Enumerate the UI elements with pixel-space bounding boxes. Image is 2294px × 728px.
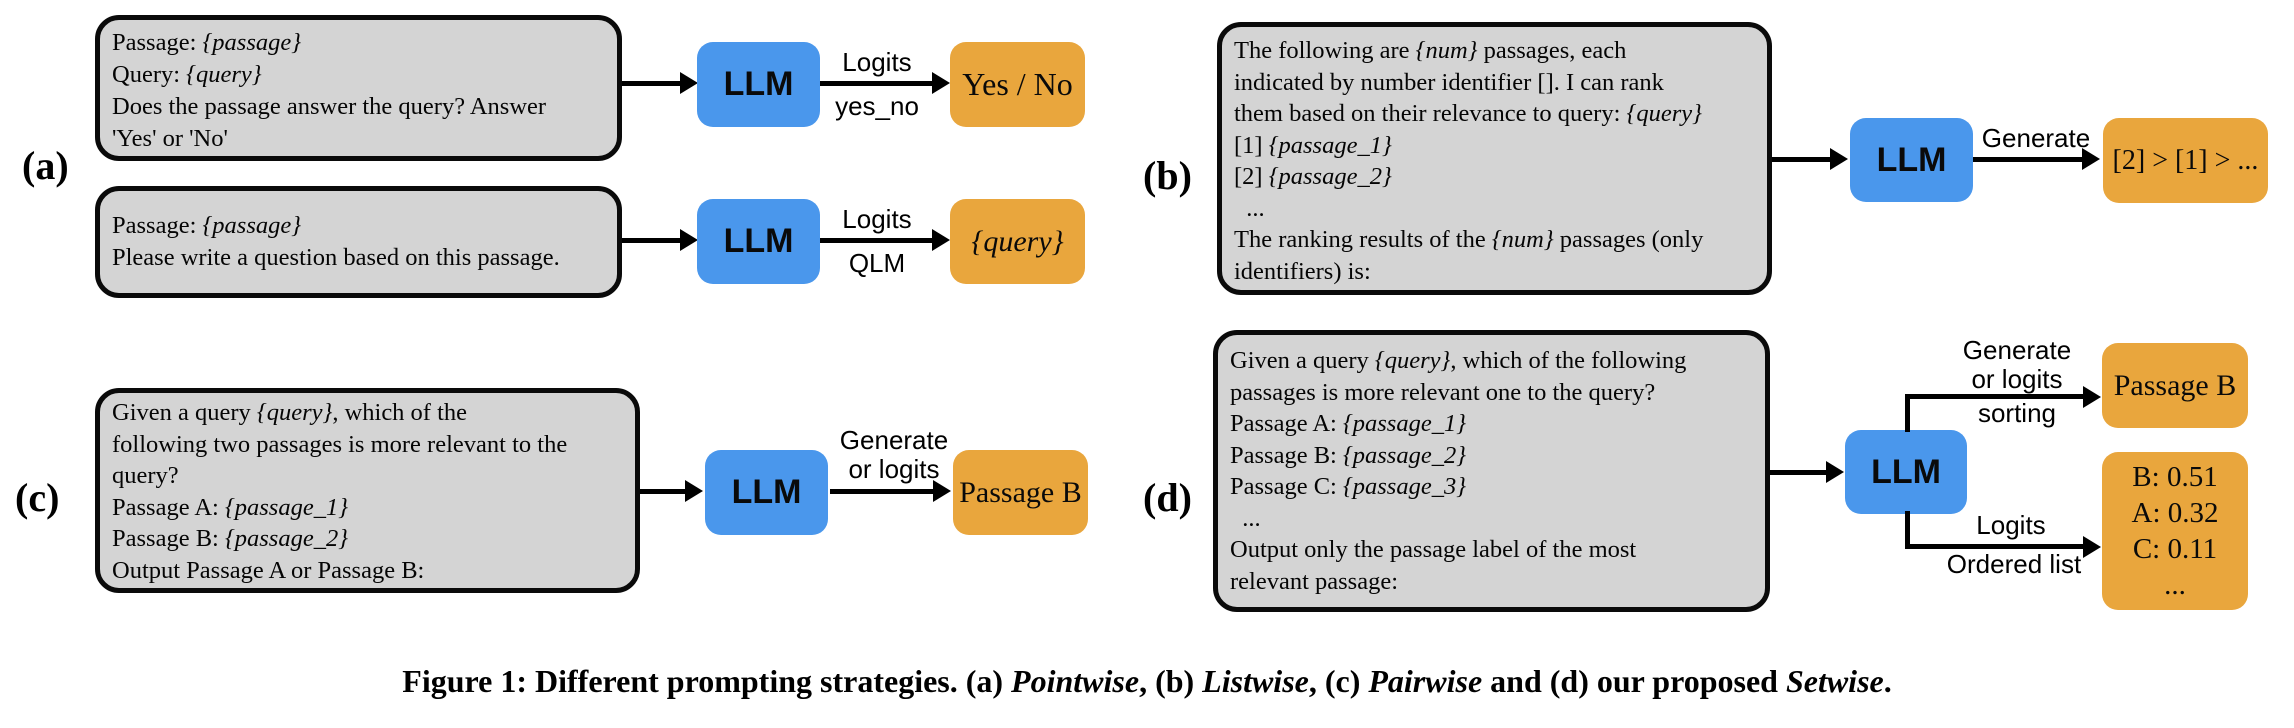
arrowhead	[680, 229, 698, 251]
caption-pairwise: Pairwise	[1368, 663, 1483, 699]
connector-d-top-vertical	[1905, 394, 1910, 432]
arrowhead	[933, 480, 951, 502]
arrow-label-qlm: QLM	[848, 248, 906, 278]
pointwise-relevance-prompt-box: Passage: {passage} Query: {query} Does t…	[95, 15, 622, 161]
caption-text: and (d) our proposed	[1482, 663, 1786, 699]
arrowhead	[1830, 148, 1848, 170]
output-box-ordered-scores: B: 0.51 A: 0.32 C: 0.11 ...	[2102, 452, 2248, 610]
llm-box-d: LLM	[1845, 430, 1967, 514]
arrow-d-bottom-branch	[1905, 544, 2085, 549]
arrowhead	[680, 72, 698, 94]
llm-box-b: LLM	[1850, 118, 1973, 202]
arrowhead	[2083, 386, 2101, 408]
llm-box-c: LLM	[705, 450, 828, 535]
output-box-query: {query}	[950, 199, 1085, 284]
prompt-text: The following are {num} passages, each i…	[1234, 37, 1704, 285]
panel-label-b: (b)	[1143, 153, 1192, 198]
arrow-label-logits: Logits	[842, 204, 912, 234]
arrow-a2-prompt-to-llm	[622, 238, 682, 243]
arrow-c-prompt-to-llm	[640, 489, 687, 494]
arrowhead	[685, 480, 703, 502]
caption-text: Figure 1: Different prompting strategies…	[402, 663, 1012, 699]
llm-box-a1: LLM	[697, 42, 820, 127]
caption-setwise: Setwise	[1785, 663, 1884, 699]
prompt-text: Given a query {query}, which of the foll…	[1230, 347, 1687, 595]
arrowhead	[932, 229, 950, 251]
caption-text: , (c)	[1308, 663, 1369, 699]
arrow-c-llm-to-output	[830, 489, 935, 494]
panel-label-d: (d)	[1143, 475, 1192, 520]
arrow-label-sorting: sorting	[1977, 398, 2057, 428]
arrow-label-ordered-list: Ordered list	[1946, 549, 2082, 579]
arrow-d-top-branch	[1905, 394, 2085, 399]
setwise-prompt-box: Given a query {query}, which of the foll…	[1213, 330, 1770, 612]
prompt-text: Passage: {passage} Please write a questi…	[112, 212, 560, 271]
panel-label-a: (a)	[22, 143, 69, 188]
arrow-b-prompt-to-llm	[1772, 157, 1832, 162]
arrow-a1-llm-to-output	[820, 81, 934, 86]
arrow-label-generate-or-logits: Generate or logits	[839, 425, 949, 484]
arrow-label-generate: Generate	[1981, 123, 2091, 153]
llm-box-a2: LLM	[697, 199, 820, 284]
prompt-text: Passage: {passage} Query: {query} Does t…	[112, 29, 547, 152]
output-box-ranking: [2] > [1] > ...	[2103, 118, 2268, 203]
caption-pointwise: Pointwise	[1011, 663, 1140, 699]
output-box-passage-b: Passage B	[953, 450, 1088, 535]
output-box-yes-no: Yes / No	[950, 42, 1085, 127]
pointwise-query-generation-prompt-box: Passage: {passage} Please write a questi…	[95, 186, 622, 298]
arrowhead	[932, 72, 950, 94]
arrow-label-logits: Logits	[842, 47, 912, 77]
panel-label-c: (c)	[15, 475, 60, 520]
arrow-a1-prompt-to-llm	[622, 81, 682, 86]
caption-text: .	[1883, 663, 1892, 699]
caption-listwise: Listwise	[1202, 663, 1309, 699]
pairwise-prompt-box: Given a query {query}, which of the foll…	[95, 388, 640, 593]
arrowhead	[2083, 536, 2101, 558]
caption-text: , (b)	[1139, 663, 1203, 699]
arrow-label-generate-or-logits: Generate or logits	[1962, 335, 2072, 394]
arrow-label-logits: Logits	[1976, 510, 2046, 540]
arrow-b-llm-to-output	[1973, 157, 2083, 162]
arrow-a2-llm-to-output	[820, 238, 934, 243]
arrowhead	[1826, 461, 1844, 483]
listwise-prompt-box: The following are {num} passages, each i…	[1217, 22, 1772, 295]
output-box-passage-b: Passage B	[2102, 343, 2248, 428]
arrow-label-yes-no: yes_no	[835, 91, 919, 121]
prompt-text: Given a query {query}, which of the foll…	[112, 399, 568, 584]
connector-d-bottom-vertical	[1905, 511, 1910, 549]
arrowhead	[2082, 148, 2100, 170]
figure-caption: Figure 1: Different prompting strategies…	[0, 663, 2294, 700]
arrow-d-prompt-to-llm	[1770, 470, 1828, 475]
